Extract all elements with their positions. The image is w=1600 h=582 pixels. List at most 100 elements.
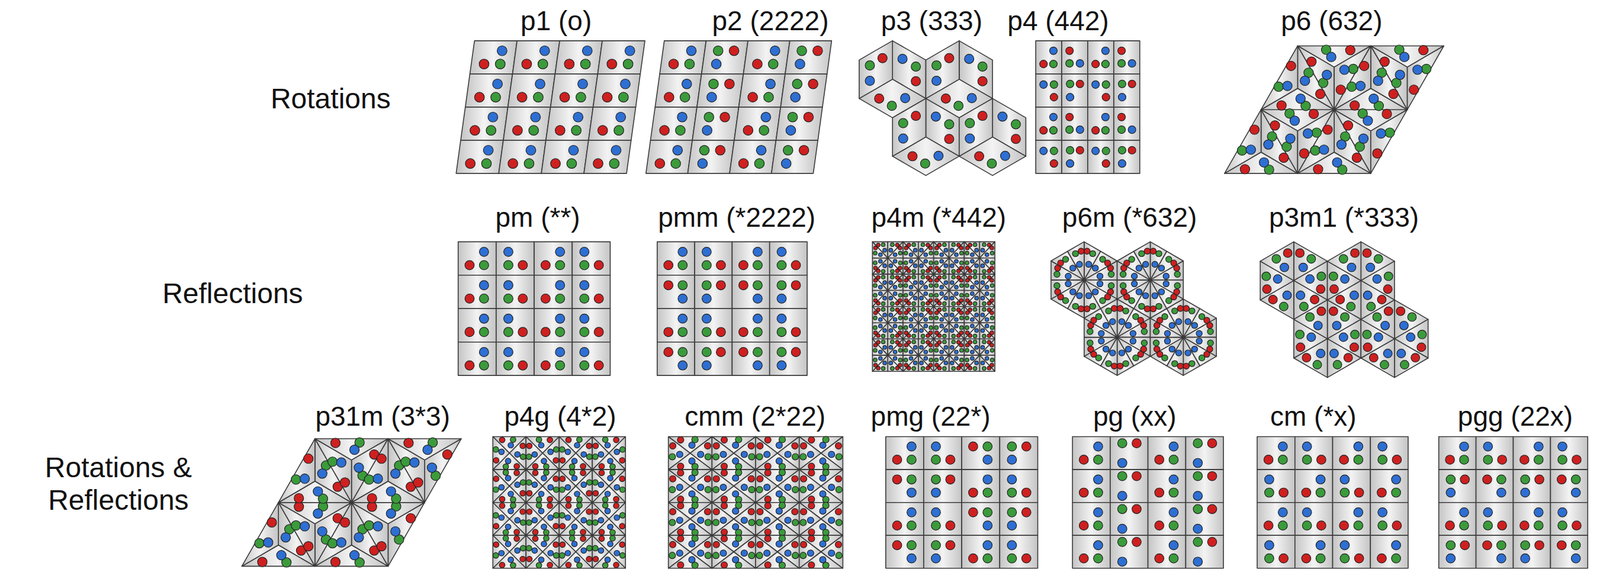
motif-dot <box>675 125 686 136</box>
motif-dot <box>892 356 897 361</box>
tile-cell <box>999 535 1038 569</box>
motif-dot <box>1276 100 1287 111</box>
motif-dot <box>520 454 526 460</box>
motif-dot <box>874 94 885 104</box>
motif-dot <box>367 502 377 512</box>
motif-dot <box>679 92 690 102</box>
motif-dot <box>526 454 532 460</box>
motif-dot <box>828 451 835 458</box>
motif-dot <box>300 473 310 484</box>
motif-dot <box>1007 508 1017 518</box>
tile-cell <box>872 241 888 258</box>
motif-dot <box>1189 360 1195 367</box>
motif-dot <box>1283 248 1293 258</box>
motif-dot <box>835 442 843 450</box>
tile-cell <box>1072 437 1111 471</box>
motif-dot <box>1098 330 1105 337</box>
motif-dot <box>513 463 520 469</box>
motif-dot <box>1132 471 1142 481</box>
tile-cell <box>1087 140 1114 174</box>
motif-dot <box>775 457 783 465</box>
motif-dot <box>555 294 565 304</box>
motif-dot <box>538 490 544 497</box>
motif-dot <box>1315 89 1326 99</box>
motif-dot <box>598 125 609 136</box>
motif-dot <box>770 46 780 56</box>
motif-dot <box>704 453 712 461</box>
motif-dot <box>911 307 916 312</box>
motif-dot <box>904 278 908 282</box>
tile-cell <box>492 469 510 503</box>
tile-cell <box>903 355 919 372</box>
motif-dot <box>1007 487 1017 498</box>
motif-dot <box>929 348 933 352</box>
motif-dot <box>890 333 895 338</box>
motif-dot <box>911 111 921 121</box>
tile-cell <box>1148 535 1187 569</box>
motif-dot <box>890 339 895 344</box>
motif-dot <box>479 327 490 337</box>
motif-dot <box>1168 487 1178 497</box>
motif-dot <box>791 508 799 516</box>
motif-dot <box>881 275 885 279</box>
motif-dot <box>1332 157 1342 167</box>
motif-dot <box>1171 360 1178 367</box>
motif-dot <box>1177 305 1184 312</box>
motif-dot <box>738 158 748 169</box>
motif-dot <box>1369 353 1379 363</box>
motif-dot <box>865 60 875 71</box>
tile-cell <box>769 241 808 275</box>
motif-dot <box>954 291 959 296</box>
tile-cell <box>918 306 934 323</box>
tile-cell <box>534 275 573 310</box>
tile-cell <box>1185 469 1224 503</box>
motif-dot <box>1237 145 1247 156</box>
motif-dot <box>1142 261 1149 268</box>
motif-dot <box>931 553 941 564</box>
motif-dot <box>526 545 532 551</box>
motif-dot <box>1350 100 1360 111</box>
motif-dot <box>828 484 835 491</box>
motif-dot <box>580 547 587 554</box>
motif-dot <box>974 248 979 252</box>
motif-dot <box>1417 342 1426 352</box>
motif-dot <box>890 269 895 273</box>
motif-dot <box>1101 93 1110 102</box>
motif-dot <box>528 125 539 136</box>
motif-dot <box>1383 284 1393 294</box>
motif-dot <box>1049 46 1057 55</box>
motif-dot <box>1078 305 1085 312</box>
motif-dot <box>907 474 917 485</box>
motif-dot <box>493 457 499 464</box>
motif-dot <box>923 285 928 289</box>
tile-cell <box>731 241 770 275</box>
motif-dot <box>711 59 721 69</box>
motif-dot <box>422 445 433 455</box>
motif-dot <box>1383 306 1393 316</box>
motif-dot <box>1168 474 1178 484</box>
motif-dot <box>1319 145 1329 155</box>
motif-dot <box>1171 307 1178 314</box>
motif-dot <box>835 541 843 548</box>
motif-dot <box>1107 265 1114 272</box>
motif-dot <box>677 496 684 503</box>
motif-dot <box>592 545 599 551</box>
motif-dot <box>756 442 764 450</box>
motif-dot <box>1282 81 1293 91</box>
motif-dot <box>881 339 885 344</box>
motif-dot <box>919 313 924 317</box>
motif-dot <box>965 283 969 288</box>
tile-cell <box>1051 280 1085 300</box>
motif-dot <box>712 486 720 494</box>
motif-dot <box>565 562 571 568</box>
motif-dot <box>1151 292 1158 299</box>
motif-dot <box>493 523 499 529</box>
motif-dot <box>965 310 969 315</box>
motif-dot <box>1379 56 1390 67</box>
motif-dot <box>763 516 771 524</box>
tile-cell <box>668 502 691 536</box>
tile-cell <box>949 355 965 372</box>
tile-cell <box>949 355 965 372</box>
motif-dot <box>931 508 941 518</box>
motif-dot <box>464 360 475 371</box>
